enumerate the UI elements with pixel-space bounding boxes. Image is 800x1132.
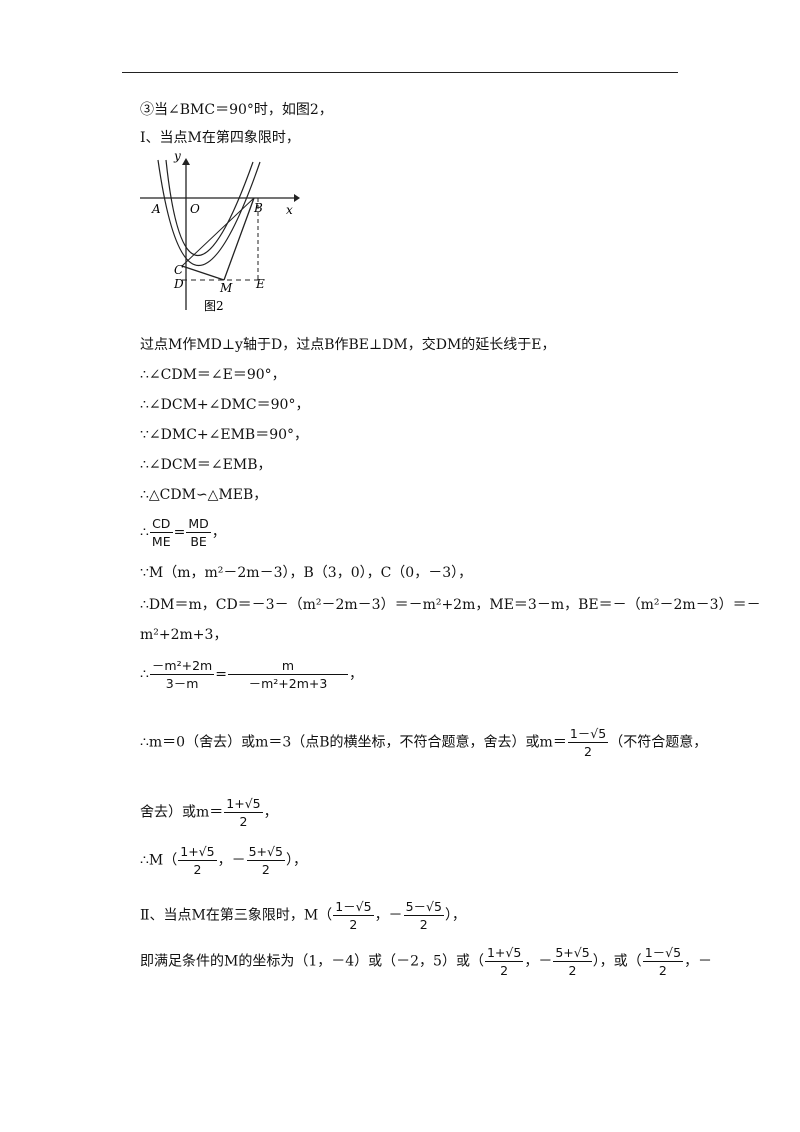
label-x: x	[286, 203, 293, 217]
expressions-line-2: m²+2m+3，	[140, 627, 228, 643]
coordinates-line: ∵M（m，m²－2m－3），B（3，0），C（0，－3），	[140, 565, 473, 581]
fraction-right: m－m²+2m+3	[227, 657, 348, 692]
x-axis-arrow	[294, 194, 300, 202]
header-rule	[122, 72, 678, 73]
label-o: O	[190, 202, 200, 216]
label-e: E	[255, 277, 265, 291]
step-2: ∴∠DCM+∠DMC＝90°，	[140, 397, 310, 413]
label-y: y	[173, 150, 181, 163]
expressions-line-1: ∴DM＝m，CD＝－3－（m²－2m－3）＝－m²+2m，ME＝3－m，BE＝－…	[140, 597, 761, 613]
segment-mb	[223, 197, 255, 281]
label-b: B	[253, 201, 263, 215]
case-3-heading: ③当∠BMC＝90°时，如图2，	[140, 102, 333, 118]
parabola-inner	[165, 159, 254, 257]
figure-caption: 图2	[204, 299, 224, 313]
step-1: ∴∠CDM＝∠E＝90°，	[140, 367, 286, 383]
label-d: D	[173, 277, 184, 291]
label-a: A	[151, 202, 161, 216]
construction-line: 过点M作MD⊥y轴于D，过点B作BE⊥DM，交DM的延长线于E，	[140, 337, 556, 353]
figure-2-diagram: y x A O B C D M E 图2	[140, 150, 300, 313]
label-m: M	[219, 281, 233, 295]
step-5: ∴△CDM∽△MEB，	[140, 487, 268, 503]
step-3: ∵∠DMC+∠EMB＝90°，	[140, 427, 309, 443]
label-c: C	[174, 263, 183, 277]
case-i-heading: Ⅰ、当点M在第四象限时，	[140, 130, 300, 146]
y-axis-arrow	[182, 158, 190, 165]
segment-cm	[181, 265, 225, 281]
step-4: ∴∠DCM＝∠EMB，	[140, 457, 272, 473]
segment-bc	[181, 197, 255, 267]
